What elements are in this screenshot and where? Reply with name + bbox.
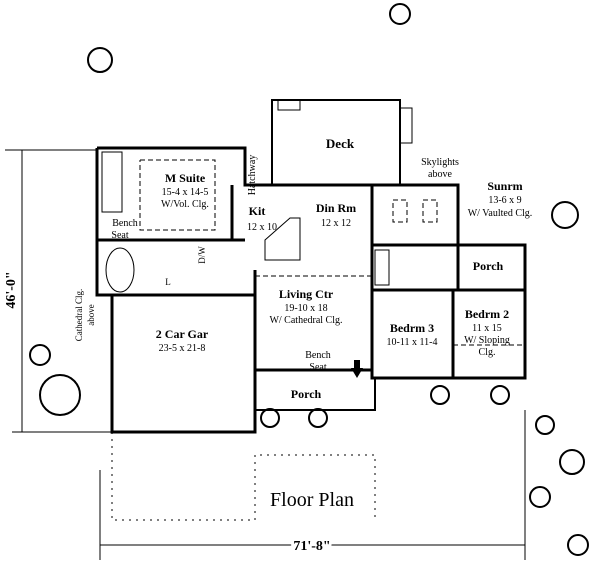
tree-icon xyxy=(559,449,585,475)
tree-icon xyxy=(29,344,51,366)
house-walls xyxy=(95,146,527,521)
tree-icon xyxy=(529,486,551,508)
sunroom-note: W/ Vaulted Clg. xyxy=(468,208,533,219)
master-suite-size: 15-4 x 14-5 xyxy=(162,187,209,198)
living-center-label: Living Ctr xyxy=(279,287,334,301)
garage-size: 23-5 x 21-8 xyxy=(159,343,206,354)
skylights-above-label: above xyxy=(428,169,452,180)
front-porch-label: Porch xyxy=(291,387,322,401)
tree-icon xyxy=(389,3,411,25)
tree-icon xyxy=(430,385,450,405)
bedroom-3-label: Bedrm 3 xyxy=(390,321,434,335)
bedroom-2-label: Bedrm 2 xyxy=(465,307,509,321)
tree-icon xyxy=(308,408,328,428)
depth-dimension: 46'-0" xyxy=(4,271,19,308)
sunroom-label: Sunrm xyxy=(487,179,522,193)
laundry-label: L xyxy=(165,277,171,287)
tree-icon xyxy=(535,415,555,435)
tree-icon xyxy=(567,534,589,556)
bedroom-2-note: W/ Sloping xyxy=(464,335,510,346)
cathedral-above-label: above xyxy=(86,304,96,326)
kitchen-label: Kit xyxy=(249,204,266,218)
rear-porch-label: Porch xyxy=(473,259,504,273)
skylights-label: Skylights xyxy=(421,157,459,168)
width-dimension: 71'-8" xyxy=(293,539,330,554)
bedroom-2-note-2: Clg. xyxy=(479,347,496,358)
bench-seat-living-label: Bench xyxy=(305,350,331,361)
bedroom-3-size: 10-11 x 11-4 xyxy=(387,337,438,348)
bench-seat-label-2: Seat xyxy=(111,230,128,241)
dimension-lines xyxy=(5,149,526,560)
dining-size: 12 x 12 xyxy=(321,218,351,229)
tree-icon xyxy=(39,374,81,416)
master-suite-label: M Suite xyxy=(165,171,206,185)
deck-label: Deck xyxy=(326,136,355,151)
tree-icons xyxy=(29,3,589,556)
tree-icon xyxy=(551,201,579,229)
garage-label: 2 Car Gar xyxy=(156,327,209,341)
dining-label: Din Rm xyxy=(316,201,356,215)
master-suite-note: W/Vol. Clg. xyxy=(161,199,209,210)
living-center-size: 19-10 x 18 xyxy=(284,303,327,314)
bench-seat-label: Bench xyxy=(112,218,138,229)
cathedral-ceiling-label: Cathedral Clg. xyxy=(74,289,84,342)
tree-icon xyxy=(260,408,280,428)
living-center-note: W/ Cathedral Clg. xyxy=(269,315,342,326)
tree-icon xyxy=(490,385,510,405)
floor-plan-title: Floor Plan xyxy=(270,489,354,511)
dishwasher-label: D/W xyxy=(197,246,207,264)
bedroom-2-size: 11 x 15 xyxy=(472,323,502,334)
tree-icon xyxy=(87,47,113,73)
sunroom-size: 13-6 x 9 xyxy=(488,195,521,206)
hatchway-label: Hatchway xyxy=(247,155,258,196)
bench-seat-living-label-2: Seat xyxy=(309,362,326,373)
kitchen-size: 12 x 10 xyxy=(247,222,277,233)
